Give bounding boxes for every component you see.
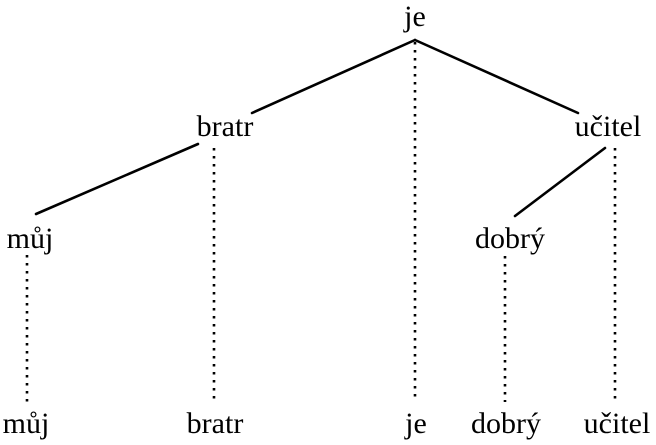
word-ucitel: učitel	[584, 407, 651, 440]
edge-ucitel-dobry	[513, 146, 607, 218]
edge-bratr-muj	[34, 142, 200, 216]
node-ucitel: učitel	[575, 110, 642, 143]
node-je: je	[403, 0, 426, 33]
edge-je-ucitel	[413, 38, 580, 115]
word-je: je	[404, 407, 427, 440]
word-dobry: dobrý	[471, 407, 541, 440]
node-bratr: bratr	[197, 110, 254, 143]
word-bratr: bratr	[187, 407, 244, 440]
node-dobry: dobrý	[475, 222, 545, 255]
node-muj: můj	[7, 222, 54, 255]
word-muj: můj	[3, 407, 50, 440]
edge-je-bratr	[250, 38, 417, 115]
